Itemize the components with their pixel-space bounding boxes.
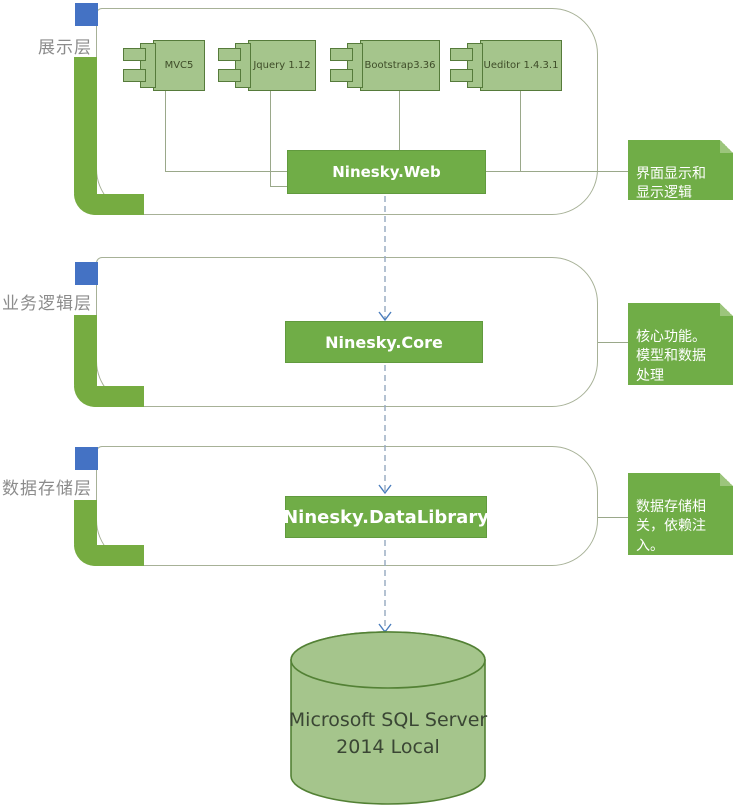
component-jquery: Jquery 1.12 bbox=[218, 40, 316, 91]
business-layer-bracket-arm bbox=[74, 386, 144, 407]
dependency-arrow-core-to-datalibrary bbox=[378, 365, 392, 495]
note-business-text: 核心功能。 模型和数据 处理 bbox=[636, 328, 706, 384]
dependency-arrow-datalibrary-to-database bbox=[378, 540, 392, 634]
presentation-layer-label: 展示层 bbox=[38, 38, 92, 58]
presentation-layer-bracket bbox=[74, 57, 97, 215]
note-business: 核心功能。 模型和数据 处理 bbox=[628, 303, 733, 385]
data-layer-corner-square bbox=[75, 447, 98, 470]
cylinder-top-rim bbox=[290, 631, 486, 689]
data-layer-bracket-arm bbox=[74, 545, 144, 566]
note-data-storage: 数据存储相 关，依赖注 入。 bbox=[628, 473, 733, 555]
note-data-storage-text: 数据存储相 关，依赖注 入。 bbox=[636, 498, 706, 554]
module-ninesky-datalibrary: Ninesky.DataLibrary bbox=[283, 496, 489, 538]
component-mvc5-body: MVC5 bbox=[153, 40, 205, 91]
connector-line bbox=[399, 91, 400, 150]
database-cylinder: Microsoft SQL Server 2014 Local bbox=[289, 631, 488, 805]
component-icon-tab bbox=[123, 69, 146, 82]
component-jquery-body: Jquery 1.12 bbox=[248, 40, 316, 91]
component-icon-tab bbox=[450, 69, 473, 82]
component-mvc5: MVC5 bbox=[123, 40, 205, 91]
component-icon-tab bbox=[330, 48, 353, 61]
component-bootstrap-body: Bootstrap3.36 bbox=[360, 40, 440, 91]
component-icon-tab bbox=[218, 69, 241, 82]
component-ueditor-body: Ueditor 1.4.3.1 bbox=[480, 40, 562, 91]
component-icon-tab bbox=[123, 48, 146, 61]
folded-corner-icon bbox=[720, 140, 733, 153]
component-icon-tab bbox=[330, 69, 353, 82]
presentation-layer-bracket-arm bbox=[74, 194, 144, 215]
business-layer-corner-square bbox=[75, 262, 98, 285]
component-ueditor: Ueditor 1.4.3.1 bbox=[450, 40, 562, 91]
presentation-layer-corner-square bbox=[75, 3, 98, 26]
folded-corner-icon bbox=[720, 473, 733, 486]
business-layer-label: 业务逻辑层 bbox=[2, 294, 92, 314]
data-layer-label: 数据存储层 bbox=[2, 479, 92, 499]
note-connector-line bbox=[486, 171, 628, 172]
folded-corner-icon bbox=[720, 303, 733, 316]
component-icon-tab bbox=[218, 48, 241, 61]
connector-line bbox=[165, 171, 287, 172]
note-presentation-text: 界面显示和 显示逻辑 bbox=[636, 165, 706, 202]
module-ninesky-core: Ninesky.Core bbox=[285, 321, 483, 363]
note-presentation: 界面显示和 显示逻辑 bbox=[628, 140, 733, 202]
business-layer-bracket bbox=[74, 315, 97, 407]
component-icon-tab bbox=[450, 48, 473, 61]
module-ninesky-web: Ninesky.Web bbox=[287, 150, 486, 194]
connector-line bbox=[270, 91, 271, 186]
dependency-arrow-web-to-core bbox=[378, 196, 392, 322]
connector-line bbox=[165, 91, 166, 171]
connector-line bbox=[520, 91, 521, 171]
database-label-line2: 2014 Local bbox=[336, 736, 440, 758]
component-bootstrap: Bootstrap3.36 bbox=[330, 40, 440, 91]
connector-line bbox=[270, 186, 287, 187]
database-label-line1: Microsoft SQL Server bbox=[289, 709, 488, 731]
